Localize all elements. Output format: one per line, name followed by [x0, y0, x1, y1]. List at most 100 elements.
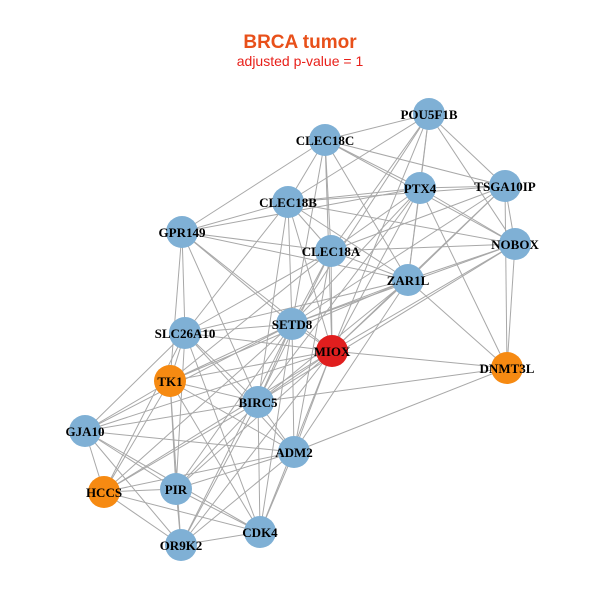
node-label-pou5f1b: POU5F1B — [400, 107, 457, 122]
edge-clec18b-zar1l — [287, 201, 409, 281]
node-circle-adm2[interactable] — [278, 436, 310, 468]
edge-zar1l-dnmt3l — [407, 279, 508, 369]
node-circle-birc5[interactable] — [242, 386, 274, 418]
node-label-miox: MIOX — [314, 344, 351, 359]
node-circle-hccs[interactable] — [88, 476, 120, 508]
node-circle-ptx4[interactable] — [404, 172, 436, 204]
node-circle-or9k2[interactable] — [165, 529, 197, 561]
edge-clec18b-slc26a10 — [184, 201, 289, 334]
edge-miox-tk1 — [169, 350, 333, 382]
edge-dnmt3l-birc5 — [257, 367, 508, 403]
node-circle-pir[interactable] — [160, 473, 192, 505]
edge-gpr149-clec18a — [181, 231, 332, 252]
edge-adm2-or9k2 — [180, 451, 295, 546]
edge-gja10-adm2 — [84, 430, 295, 453]
edge-gja10-or9k2 — [84, 430, 182, 546]
edge-clec18c-tsga10ip — [324, 139, 506, 187]
node-pou5f1b[interactable]: POU5F1B — [400, 98, 458, 130]
node-label-hccs: HCCS — [86, 485, 122, 500]
edge-setd8-cdk4 — [259, 323, 293, 533]
node-nobox[interactable]: NOBOX — [491, 228, 539, 260]
edge-tk1-or9k2 — [169, 380, 182, 546]
node-circle-miox[interactable] — [316, 335, 348, 367]
edge-birc5-pir — [175, 401, 259, 490]
edge-clec18c-zar1l — [324, 139, 409, 281]
edge-nobox-dnmt3l — [506, 243, 516, 369]
edge-zar1l-setd8 — [291, 279, 409, 325]
edge-slc26a10-birc5 — [184, 332, 259, 403]
node-clec18b[interactable]: CLEC18B — [259, 186, 317, 218]
node-circle-tk1[interactable] — [154, 365, 186, 397]
node-circle-clec18a[interactable] — [315, 235, 347, 267]
node-dnmt3l[interactable]: DNMT3L — [480, 352, 535, 384]
edge-setd8-hccs — [103, 323, 293, 493]
edge-ptx4-clec18a — [330, 187, 421, 252]
edge-tk1-adm2 — [169, 380, 295, 453]
edge-adm2-pir — [175, 451, 295, 490]
node-label-clec18c: CLEC18C — [296, 133, 355, 148]
node-gja10[interactable]: GJA10 — [66, 415, 105, 447]
node-birc5[interactable]: BIRC5 — [238, 386, 278, 418]
edge-clec18b-setd8 — [287, 201, 293, 325]
edge-pou5f1b-clec18a — [330, 113, 430, 252]
node-adm2[interactable]: ADM2 — [275, 436, 313, 468]
node-miox[interactable]: MIOX — [314, 335, 351, 367]
diagram-title: BRCA tumor — [243, 32, 357, 53]
edge-clec18a-miox — [330, 250, 333, 352]
node-circle-clec18b[interactable] — [272, 186, 304, 218]
node-tk1[interactable]: TK1 — [154, 365, 186, 397]
node-circle-dnmt3l[interactable] — [491, 352, 523, 384]
node-circle-gja10[interactable] — [69, 415, 101, 447]
node-ptx4[interactable]: PTX4 — [404, 172, 437, 204]
edge-gpr149-tk1 — [169, 231, 183, 382]
node-circle-tsga10ip[interactable] — [489, 170, 521, 202]
node-gpr149[interactable]: GPR149 — [159, 216, 206, 248]
edge-adm2-hccs — [103, 451, 295, 493]
edge-gpr149-miox — [181, 231, 333, 352]
node-clec18a[interactable]: CLEC18A — [302, 235, 361, 267]
node-label-nobox: NOBOX — [491, 237, 539, 252]
node-zar1l[interactable]: ZAR1L — [387, 264, 430, 296]
edge-tsga10ip-setd8 — [291, 185, 506, 325]
node-circle-slc26a10[interactable] — [169, 317, 201, 349]
node-circle-clec18c[interactable] — [309, 124, 341, 156]
edge-pou5f1b-nobox — [428, 113, 516, 245]
edge-pou5f1b-tsga10ip — [428, 113, 506, 187]
edge-pou5f1b-clec18c — [324, 113, 430, 141]
node-circle-cdk4[interactable] — [244, 516, 276, 548]
edge-miox-pir — [175, 350, 333, 490]
node-cdk4[interactable]: CDK4 — [242, 516, 278, 548]
node-pir[interactable]: PIR — [160, 473, 192, 505]
node-setd8[interactable]: SETD8 — [272, 308, 313, 340]
edge-clec18a-adm2 — [293, 250, 332, 453]
edge-birc5-gja10 — [84, 401, 259, 432]
node-circle-nobox[interactable] — [499, 228, 531, 260]
node-circle-zar1l[interactable] — [392, 264, 424, 296]
edge-clec18c-ptx4 — [324, 139, 421, 189]
edge-ptx4-setd8 — [291, 187, 421, 325]
edge-slc26a10-pir — [175, 332, 186, 490]
edge-zar1l-miox — [331, 279, 409, 352]
node-label-pir: PIR — [165, 482, 188, 497]
node-circle-gpr149[interactable] — [166, 216, 198, 248]
node-tsga10ip[interactable]: TSGA10IP — [474, 170, 536, 202]
node-circle-pou5f1b[interactable] — [413, 98, 445, 130]
edge-nobox-birc5 — [257, 243, 516, 403]
edge-slc26a10-gja10 — [84, 332, 186, 432]
edge-clec18a-slc26a10 — [184, 250, 332, 334]
node-slc26a10[interactable]: SLC26A10 — [155, 317, 216, 349]
node-clec18c[interactable]: CLEC18C — [296, 124, 355, 156]
edge-ptx4-nobox — [419, 187, 516, 245]
node-label-tk1: TK1 — [157, 374, 182, 389]
node-label-setd8: SETD8 — [272, 317, 313, 332]
node-or9k2[interactable]: OR9K2 — [160, 529, 203, 561]
node-circle-setd8[interactable] — [276, 308, 308, 340]
edge-clec18b-birc5 — [257, 201, 289, 403]
node-hccs[interactable]: HCCS — [86, 476, 122, 508]
edge-layer — [84, 113, 516, 546]
edge-tsga10ip-dnmt3l — [504, 185, 508, 369]
node-label-clec18b: CLEC18B — [259, 195, 317, 210]
node-label-birc5: BIRC5 — [238, 395, 278, 410]
